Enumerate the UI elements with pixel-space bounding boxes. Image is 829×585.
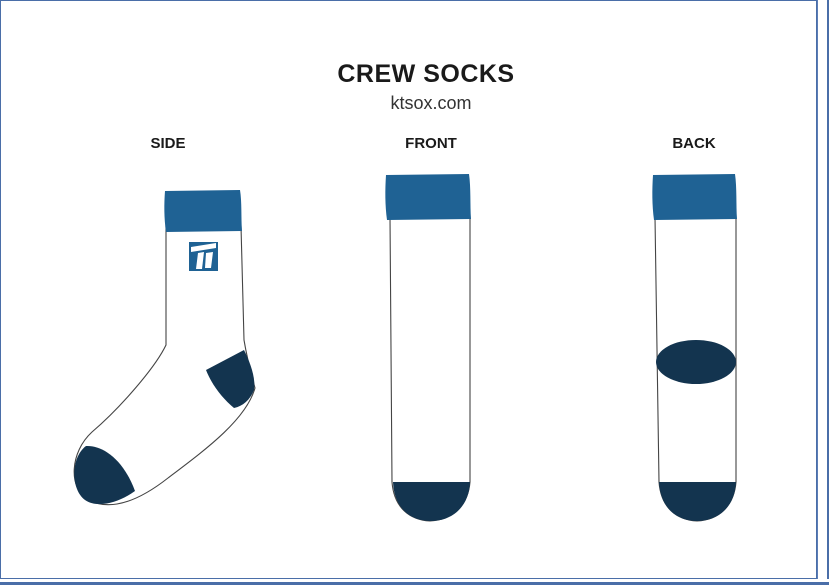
sock-back-cuff xyxy=(652,174,737,220)
sock-side-heel xyxy=(206,350,255,408)
sock-side-toe xyxy=(74,445,135,505)
label-front: FRONT xyxy=(405,135,457,152)
page-title: CREW SOCKS xyxy=(337,60,515,88)
page-subtitle: ktsox.com xyxy=(390,93,472,113)
label-side: SIDE xyxy=(150,135,186,152)
sock-front-toe xyxy=(393,482,470,521)
sock-front-cuff xyxy=(385,174,471,220)
sock-front-body xyxy=(389,216,471,522)
sock-back-toe xyxy=(659,482,736,521)
label-back: BACK xyxy=(672,135,716,152)
sock-back-heel xyxy=(656,340,736,384)
window-edge-right xyxy=(817,0,829,585)
sock-back-view xyxy=(652,174,737,522)
sock-side-view xyxy=(73,190,256,506)
sock-front-view xyxy=(385,174,471,522)
logo-icon xyxy=(189,242,218,271)
window-edge-bottom xyxy=(0,579,829,585)
sock-side-cuff xyxy=(164,190,242,232)
